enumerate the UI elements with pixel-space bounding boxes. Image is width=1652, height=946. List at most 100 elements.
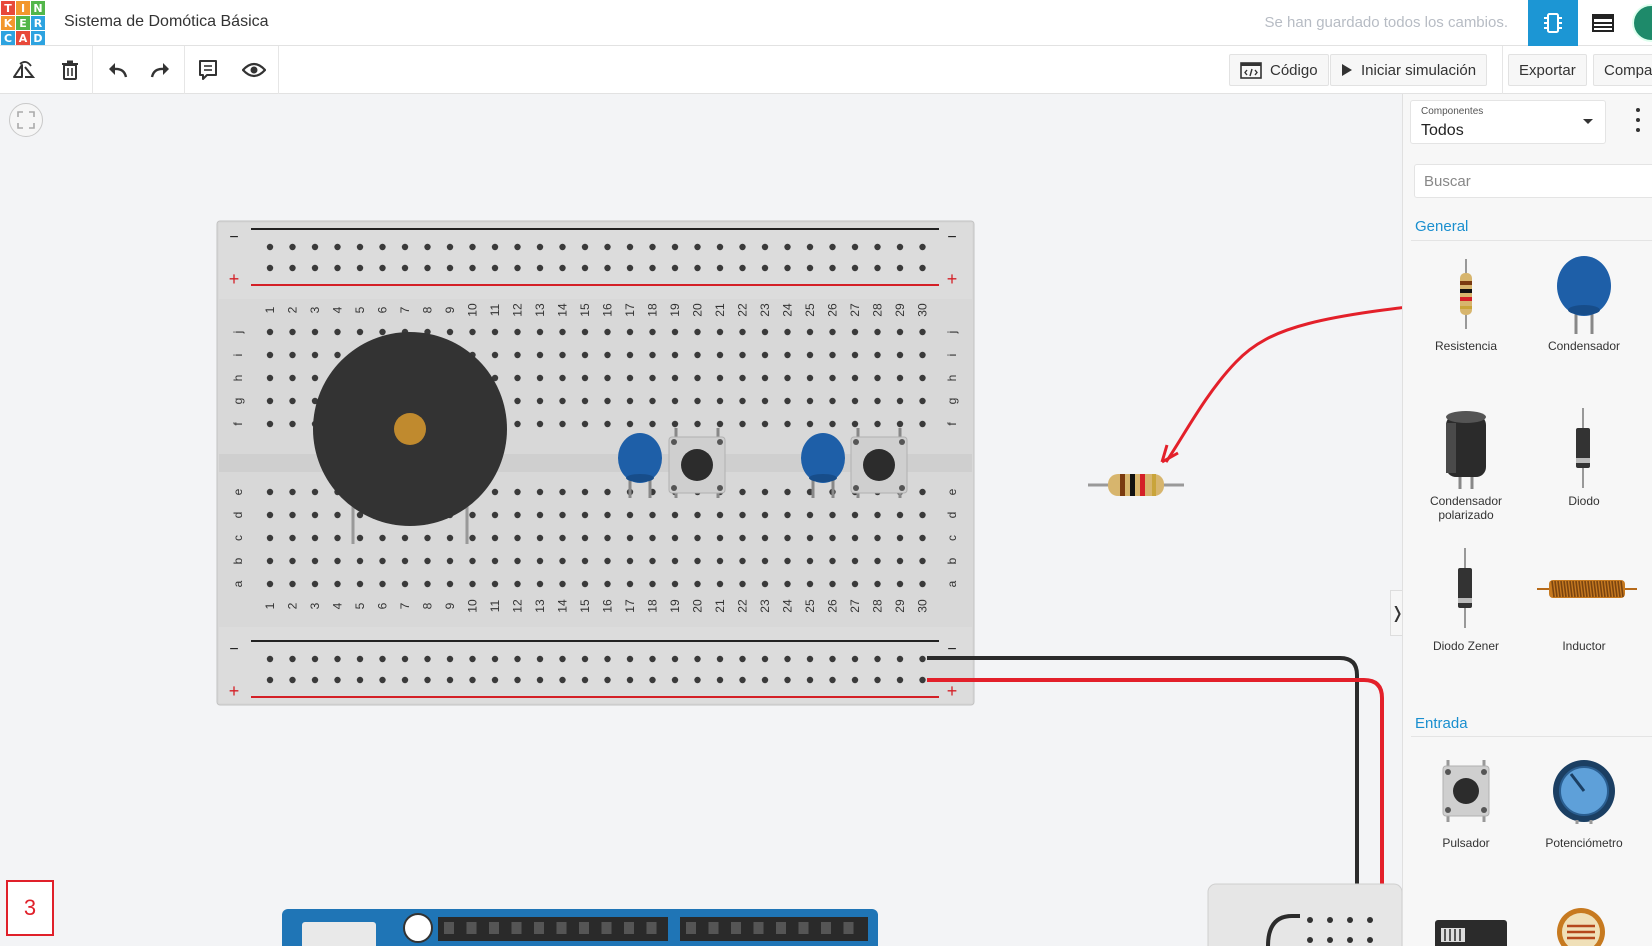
breadboard-hole[interactable] — [536, 351, 544, 359]
breadboard-hole[interactable] — [266, 420, 274, 428]
breadboard-hole[interactable] — [739, 534, 746, 542]
breadboard-hole[interactable] — [536, 511, 544, 519]
circuit-view-button[interactable] — [1528, 0, 1578, 46]
breadboard-hole[interactable] — [626, 243, 634, 251]
export-button[interactable]: Exportar — [1508, 54, 1587, 86]
breadboard-hole[interactable] — [289, 488, 296, 496]
header-pin[interactable] — [798, 922, 809, 934]
breadboard-hole[interactable] — [694, 264, 701, 272]
breadboard-hole[interactable] — [851, 374, 859, 382]
breadboard-hole[interactable] — [446, 580, 454, 588]
start-simulation-button[interactable]: Iniciar simulación — [1330, 54, 1488, 86]
header-pin[interactable] — [579, 922, 589, 934]
breadboard-hole[interactable] — [491, 351, 499, 359]
breadboard-hole[interactable] — [874, 351, 881, 359]
photoresistor-icon[interactable] — [1553, 902, 1609, 946]
components-filter-select[interactable]: Componentes Todos — [1410, 100, 1606, 144]
breadboard-hole[interactable] — [896, 243, 904, 251]
breadboard-hole[interactable] — [716, 580, 724, 588]
breadboard-hole[interactable] — [491, 580, 499, 588]
breadboard-hole[interactable] — [379, 580, 386, 588]
breadboard-hole[interactable] — [536, 488, 544, 496]
more-options-icon[interactable] — [1635, 108, 1641, 132]
breadboard-hole[interactable] — [671, 676, 679, 684]
breadboard-hole[interactable] — [581, 243, 589, 251]
breadboard-hole[interactable] — [536, 243, 544, 251]
breadboard-hole[interactable] — [311, 351, 319, 359]
breadboard-hole[interactable] — [671, 351, 679, 359]
breadboard-hole[interactable] — [626, 397, 634, 405]
breadboard-hole[interactable] — [356, 655, 364, 663]
breadboard-hole[interactable] — [424, 676, 431, 684]
breadboard-hole[interactable] — [311, 488, 319, 496]
breadboard-hole[interactable] — [311, 580, 319, 588]
breadboard-hole[interactable] — [266, 328, 274, 336]
breadboard-hole[interactable] — [424, 557, 431, 565]
breadboard-hole[interactable] — [581, 511, 589, 519]
header-pin[interactable] — [624, 922, 634, 934]
breadboard-hole[interactable] — [491, 488, 499, 496]
breadboard-hole[interactable] — [874, 655, 881, 663]
breadboard-hole[interactable] — [671, 397, 679, 405]
breadboard-hole[interactable] — [536, 328, 544, 336]
zoom-to-fit-button[interactable] — [9, 103, 43, 137]
breadboard-hole[interactable] — [446, 328, 454, 336]
breadboard-hole[interactable] — [514, 534, 521, 542]
breadboard-hole[interactable] — [851, 328, 859, 336]
breadboard-hole[interactable] — [289, 676, 296, 684]
breadboard-hole[interactable] — [334, 328, 341, 336]
breadboard-hole[interactable] — [919, 420, 926, 428]
breadboard-hole[interactable] — [379, 676, 386, 684]
breadboard-hole[interactable] — [356, 580, 364, 588]
breadboard-hole[interactable] — [851, 557, 859, 565]
breadboard-hole[interactable] — [581, 351, 589, 359]
breadboard-hole[interactable] — [401, 580, 409, 588]
breadboard-hole[interactable] — [491, 557, 499, 565]
rotate-tool[interactable] — [6, 52, 42, 88]
breadboard-hole[interactable] — [806, 534, 814, 542]
breadboard-hole[interactable] — [559, 534, 566, 542]
breadboard-hole[interactable] — [379, 557, 386, 565]
header-pin[interactable] — [843, 922, 854, 934]
breadboard-hole[interactable] — [716, 655, 724, 663]
breadboard-hole[interactable] — [671, 534, 679, 542]
breadboard-hole[interactable] — [266, 488, 274, 496]
breadboard-hole[interactable] — [896, 511, 904, 519]
breadboard-hole[interactable] — [919, 534, 926, 542]
breadboard-hole[interactable] — [514, 397, 521, 405]
breadboard-hole[interactable] — [424, 243, 431, 251]
breadboard-hole[interactable] — [626, 511, 634, 519]
breadboard-hole[interactable] — [356, 534, 364, 542]
breadboard-hole[interactable] — [289, 655, 296, 663]
breadboard-hole[interactable] — [469, 580, 476, 588]
breadboard-hole[interactable] — [694, 328, 701, 336]
breadboard-hole[interactable] — [919, 264, 926, 272]
breadboard-hole[interactable] — [761, 534, 769, 542]
breadboard-hole[interactable] — [784, 243, 791, 251]
breadboard-hole[interactable] — [536, 397, 544, 405]
breadboard-hole[interactable] — [559, 264, 566, 272]
breadboard-hole[interactable] — [784, 420, 791, 428]
breadboard-hole[interactable] — [559, 420, 566, 428]
breadboard-hole[interactable] — [311, 264, 319, 272]
header-pin[interactable] — [821, 922, 831, 934]
component-resistencia[interactable]: Resistencia — [1411, 249, 1521, 353]
breadboard-hole[interactable] — [626, 534, 634, 542]
breadboard-hole[interactable] — [311, 397, 319, 405]
breadboard-hole[interactable] — [334, 351, 341, 359]
breadboard-hole[interactable] — [784, 655, 791, 663]
breadboard-hole[interactable] — [334, 676, 341, 684]
breadboard-hole[interactable] — [874, 511, 881, 519]
piezo-buzzer[interactable] — [313, 332, 507, 544]
header-pin[interactable] — [556, 922, 567, 934]
tinkercad-logo[interactable]: T I N K E R C A D — [0, 0, 46, 46]
breadboard-hole[interactable] — [289, 420, 296, 428]
component-diodo[interactable]: Diodo — [1529, 494, 1639, 508]
breadboard-hole[interactable] — [829, 557, 836, 565]
breadboard-hole[interactable] — [604, 374, 611, 382]
red-wire[interactable] — [927, 678, 1384, 946]
breadboard-hole[interactable] — [649, 264, 656, 272]
breadboard-hole[interactable] — [806, 243, 814, 251]
ceramic-capacitor[interactable] — [618, 433, 662, 498]
header-pin[interactable] — [686, 922, 696, 934]
